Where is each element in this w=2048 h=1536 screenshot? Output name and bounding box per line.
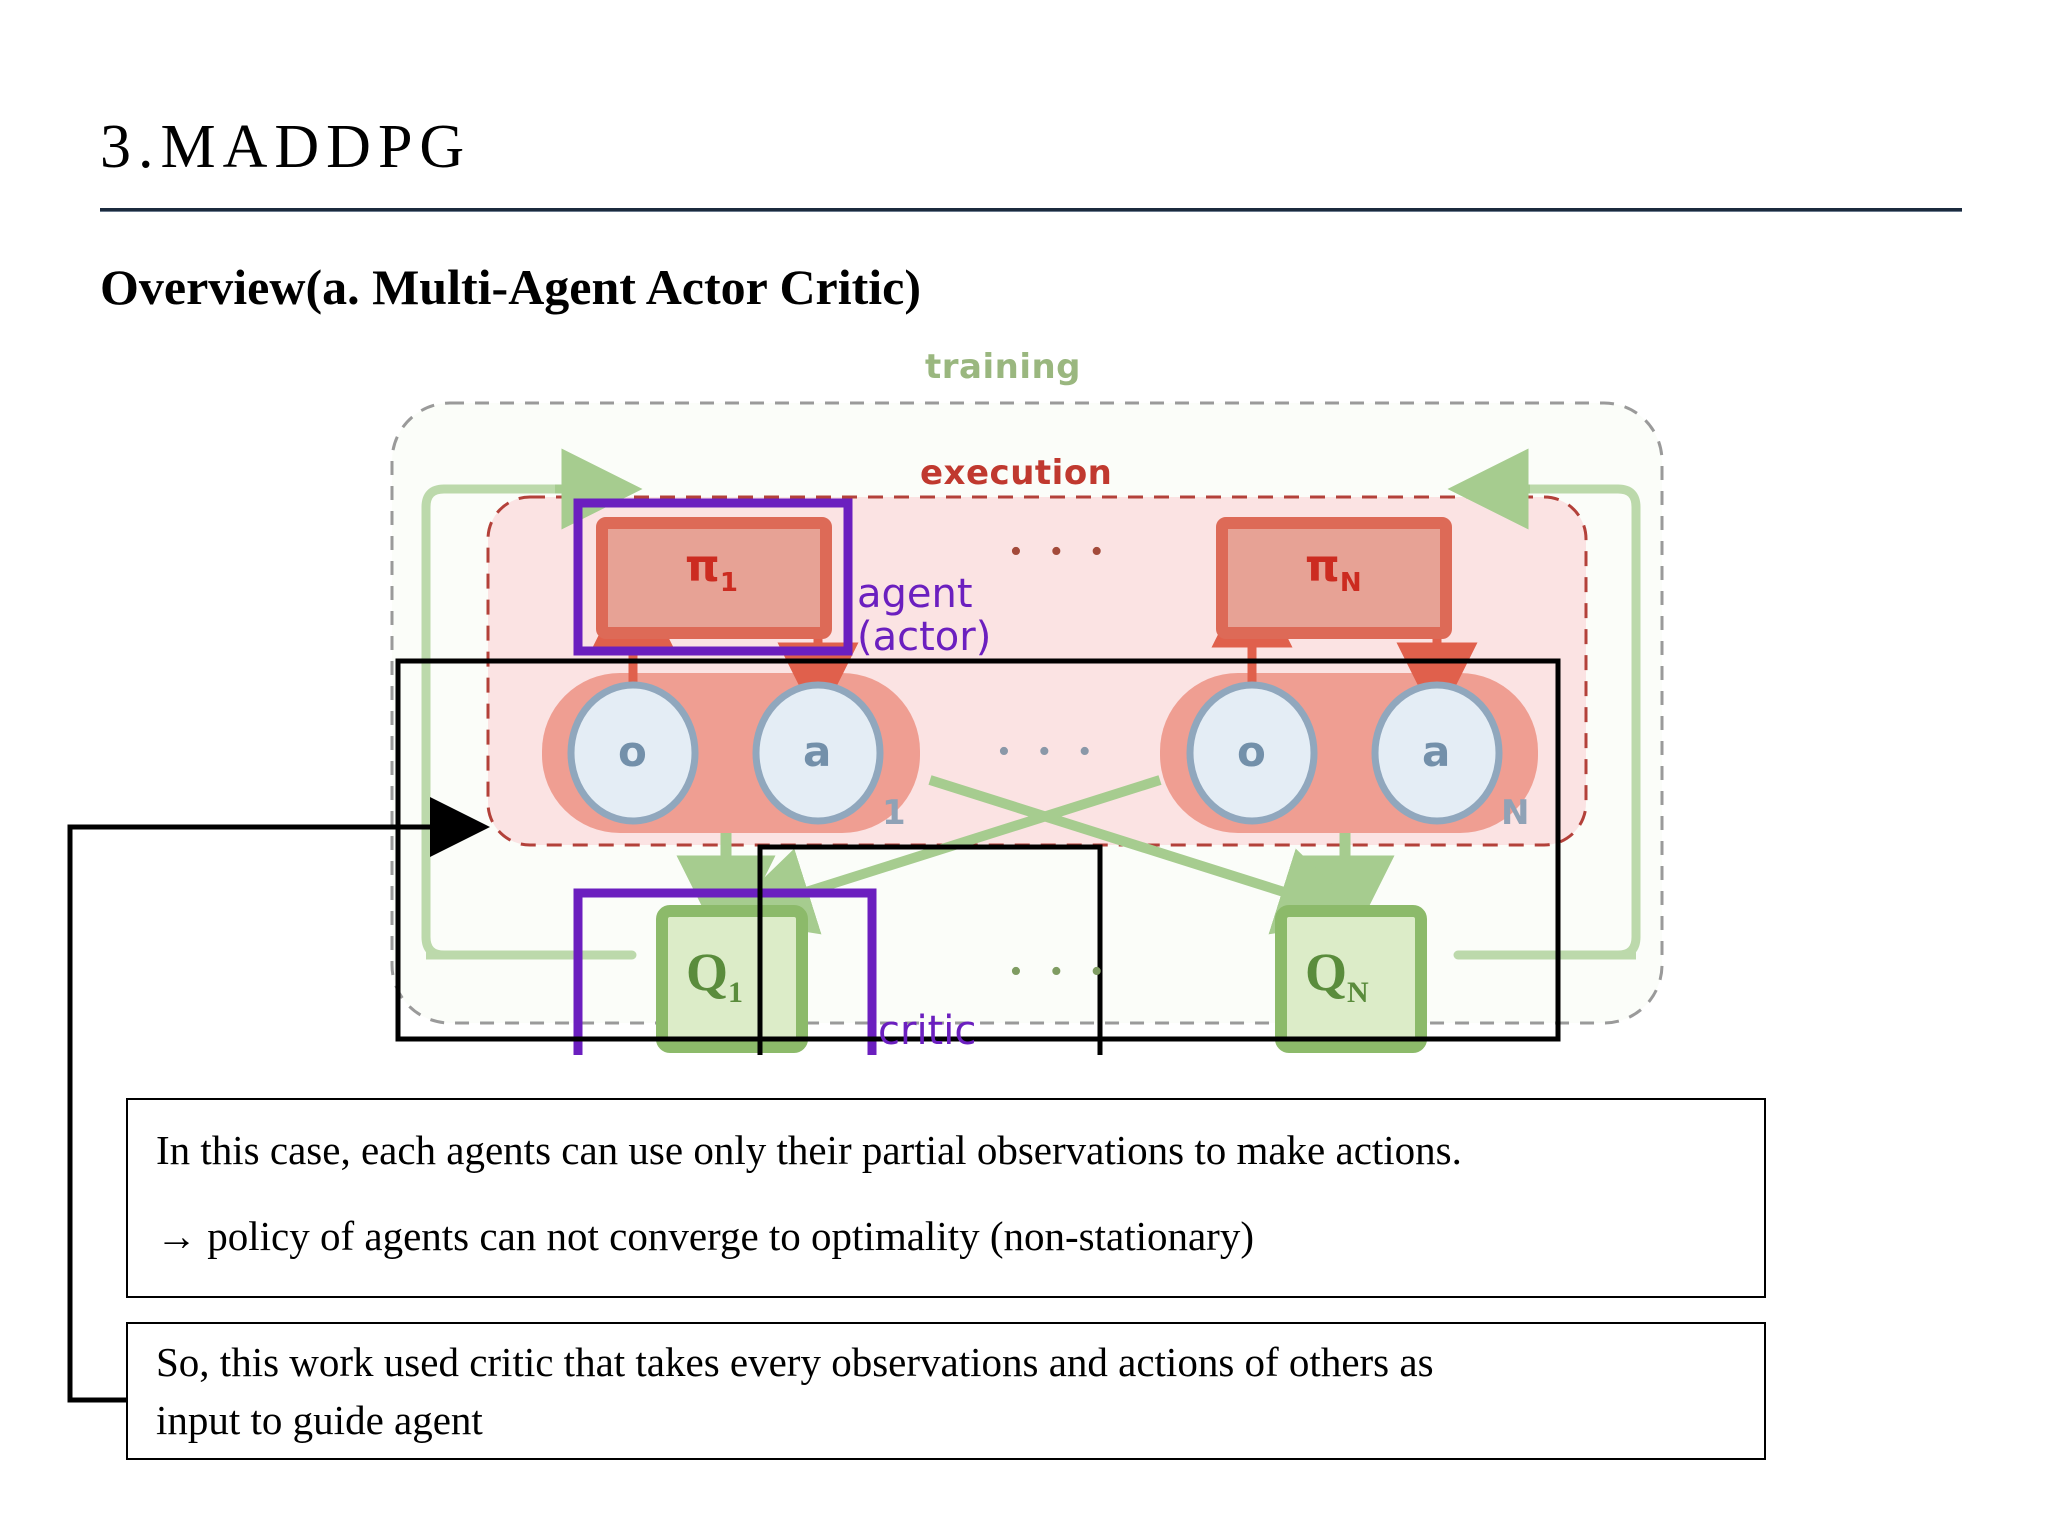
agent-highlight-box xyxy=(573,498,853,656)
act-circle-n xyxy=(1371,681,1503,825)
policy-ellipsis: • • • xyxy=(1010,533,1113,570)
obs-circle-1 xyxy=(567,681,699,825)
note-1-line-1: In this case, each agents can use only t… xyxy=(156,1127,1462,1173)
execution-label: execution xyxy=(920,453,1113,493)
agent-annotation: agent (actor) xyxy=(857,571,992,661)
agent-index-n: N xyxy=(1501,793,1530,833)
note-to-diagram-arrow xyxy=(67,797,490,1403)
agent-annotation-line1: agent xyxy=(857,571,973,617)
act-label-1: a xyxy=(803,727,832,776)
section-subtitle: Overview(a. Multi-Agent Actor Critic) xyxy=(100,259,922,315)
obs-label-n: o xyxy=(1237,727,1266,776)
obs-label-1: o xyxy=(618,727,647,776)
obs-circle-n xyxy=(1186,681,1318,825)
note-box-2: So, this work used critic that takes eve… xyxy=(126,1322,1766,1460)
act-circle-1 xyxy=(752,681,884,825)
agent-index-1: 1 xyxy=(882,793,906,833)
note-2-line-1: So, this work used critic that takes eve… xyxy=(156,1339,1434,1385)
note-1-line-2: → policy of agents can not converge to o… xyxy=(156,1213,1254,1259)
training-label: training xyxy=(925,347,1082,387)
policy-box-1 xyxy=(596,517,832,639)
diagram-vector xyxy=(390,401,1664,1055)
policy-label-1: π1 xyxy=(685,541,738,598)
critic-label-1: Q1 xyxy=(686,942,744,1009)
page-title: 3.MADDPG xyxy=(100,113,472,181)
agent-ellipsis: • • • xyxy=(998,733,1101,770)
title-divider xyxy=(100,208,1962,212)
agent-annotation-line2: (actor) xyxy=(857,614,992,661)
note-2-line-2: input to guide agent xyxy=(156,1397,483,1443)
policy-label-n: πN xyxy=(1305,541,1362,598)
critic-box-n xyxy=(1275,905,1427,1053)
agent1-to-qn-cross-arrow xyxy=(928,775,1368,935)
critic-annotation: critic xyxy=(878,1008,977,1054)
note-box-1: In this case, each agents can use only t… xyxy=(126,1098,1766,1298)
critic-label-n: QN xyxy=(1305,942,1369,1009)
act-label-n: a xyxy=(1422,727,1451,776)
critic-ellipsis: • • • xyxy=(1010,953,1113,990)
policy-box-n xyxy=(1216,517,1452,639)
maddpg-diagram: training execution π1 πN o a o a 1 N Q1 … xyxy=(370,347,1720,1055)
